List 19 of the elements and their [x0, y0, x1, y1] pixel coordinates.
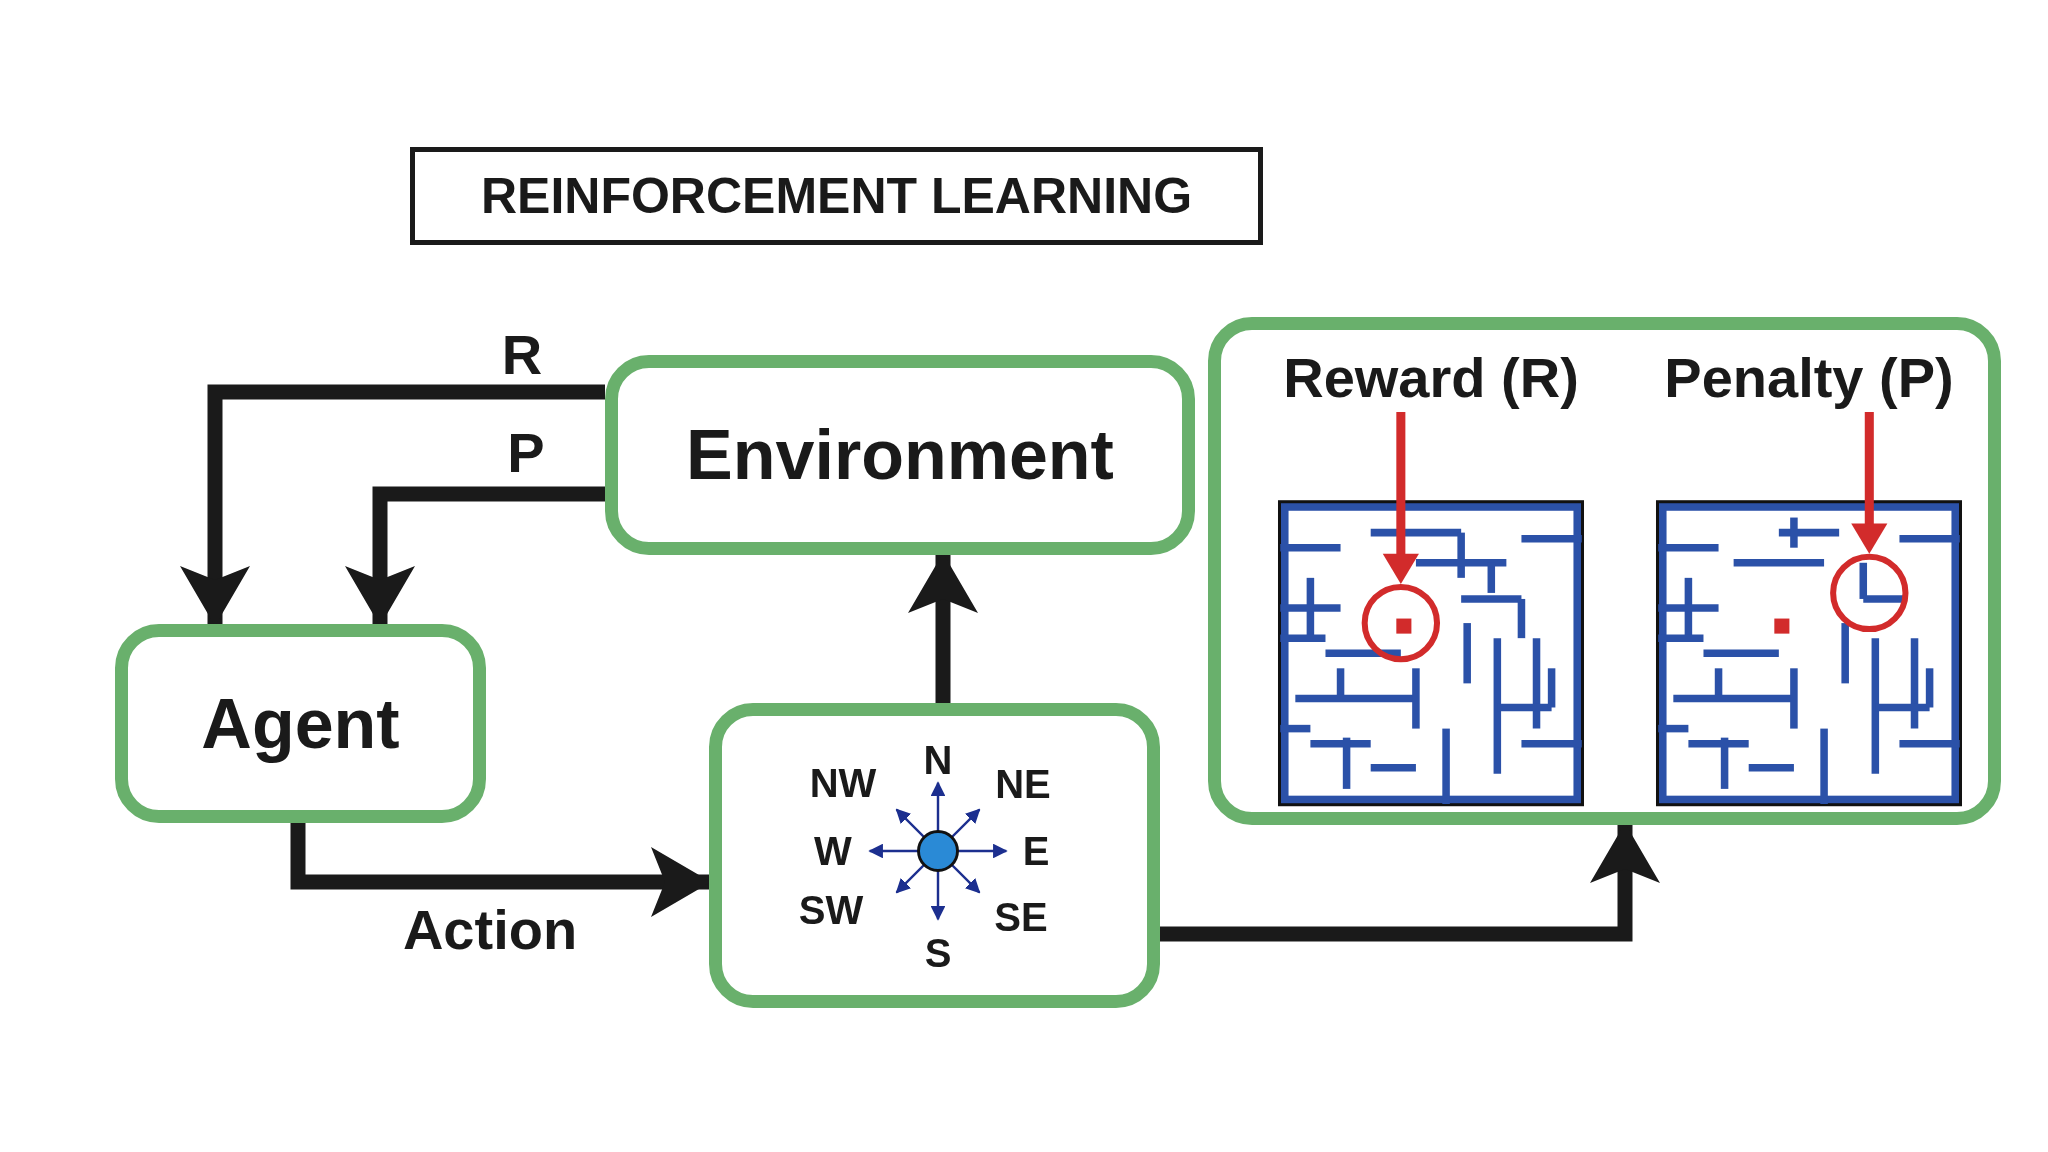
arrow — [345, 486, 605, 626]
direction-label: NE — [995, 764, 1051, 804]
arrow — [290, 823, 711, 917]
arrow — [908, 553, 978, 703]
rounded-box — [605, 355, 1195, 555]
rounded-box — [115, 624, 486, 823]
arrow — [180, 384, 605, 626]
panel-box — [1208, 317, 2001, 825]
direction-label: SW — [798, 890, 864, 930]
direction-label: W — [814, 831, 852, 871]
direction-label: E — [1022, 831, 1050, 871]
arrow — [1160, 823, 1660, 942]
direction-label: N — [923, 740, 953, 780]
node-label: Environment — [686, 420, 1114, 490]
direction-label: S — [924, 933, 952, 973]
direction-label: NW — [809, 763, 877, 803]
compass-box — [709, 703, 1160, 1008]
direction-label: SE — [994, 897, 1048, 937]
title: REINFORCEMENT LEARNING — [480, 171, 1193, 221]
